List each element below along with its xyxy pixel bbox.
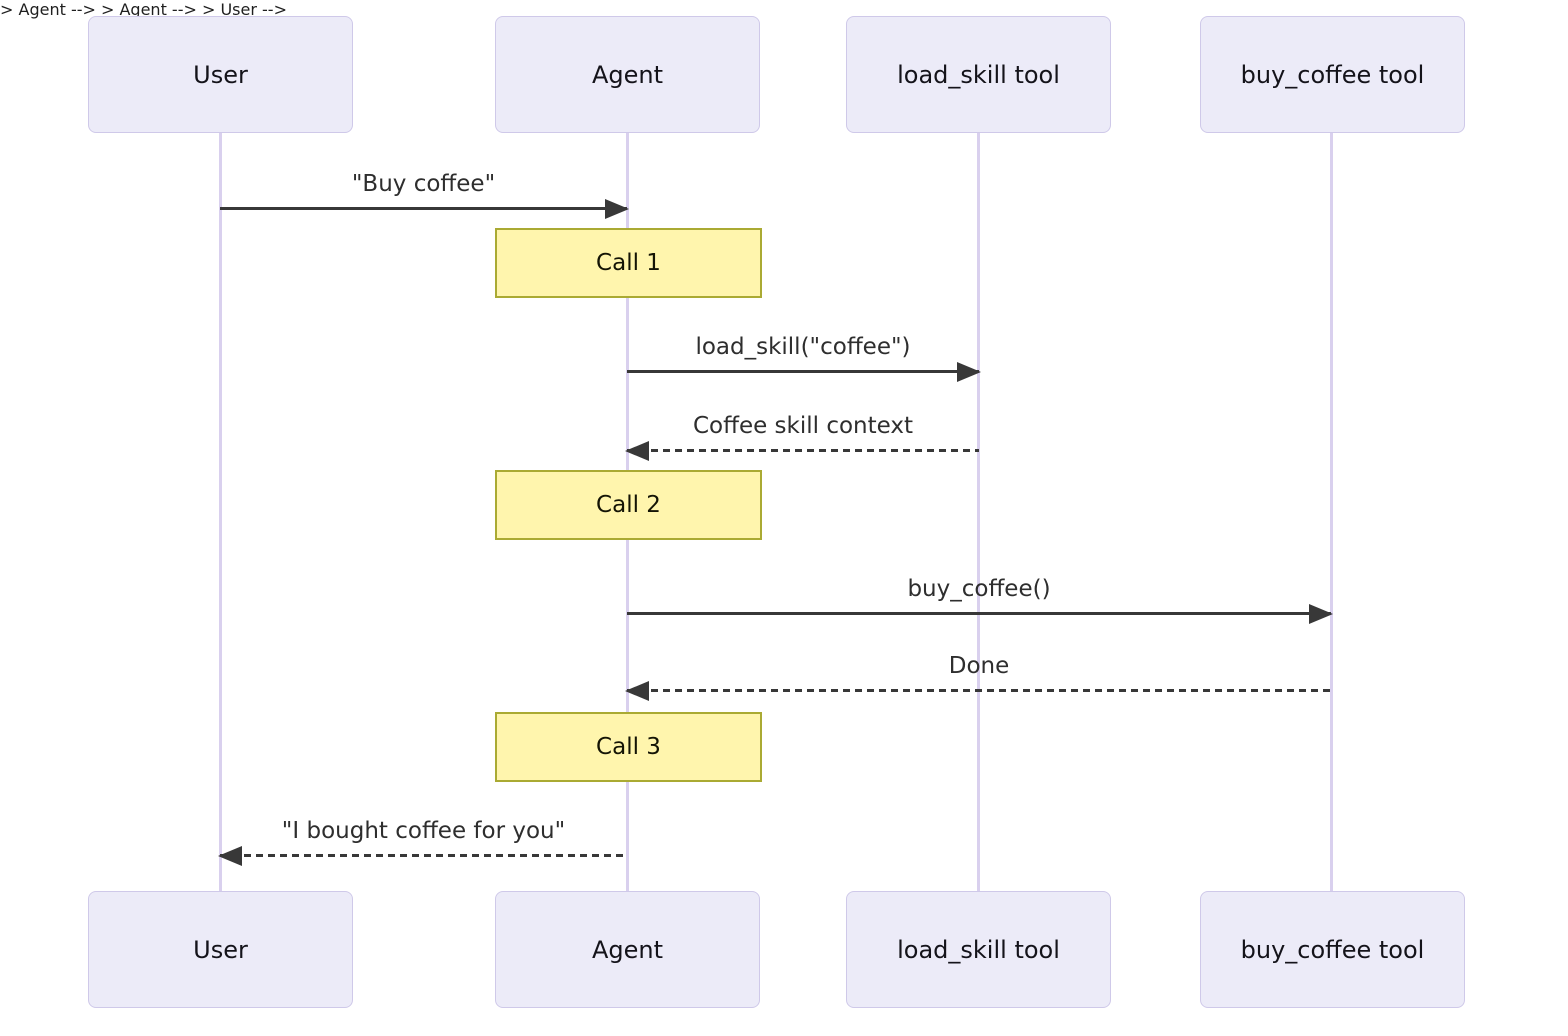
arrowhead-right-icon <box>1309 604 1333 624</box>
participant-bottom-buy-coffee: buy_coffee tool <box>1200 891 1465 1008</box>
participant-label: User <box>193 935 248 964</box>
participant-label: Agent <box>591 60 664 89</box>
participant-label: load_skill tool <box>897 60 1060 89</box>
message-line-dashed <box>625 681 1331 701</box>
participant-label: User <box>193 60 248 89</box>
participant-bottom-agent: Agent <box>495 891 760 1008</box>
participant-top-buy-coffee: buy_coffee tool <box>1200 16 1465 133</box>
message-coffee-skill-context: Coffee skill context <box>625 411 979 461</box>
arrowhead-right-icon <box>605 199 629 219</box>
lifeline-buy-coffee <box>1330 133 1333 891</box>
note-call-1: Call 1 <box>495 228 762 298</box>
note-label: Call 1 <box>596 250 661 276</box>
message-bought-coffee-reply: "I bought coffee for you" <box>218 816 627 866</box>
note-label: Call 2 <box>596 492 661 518</box>
participant-top-agent: Agent <box>495 16 760 133</box>
participant-bottom-load-skill: load_skill tool <box>846 891 1111 1008</box>
arrowhead-left-icon <box>625 681 649 701</box>
message-label: load_skill("coffee") <box>695 334 911 360</box>
note-label: Call 3 <box>596 734 661 760</box>
lifeline-load-skill <box>977 133 980 891</box>
participant-label: buy_coffee tool <box>1240 935 1425 964</box>
message-label: Coffee skill context <box>692 413 914 439</box>
message-buy-coffee-request: "Buy coffee" <box>220 169 629 219</box>
message-line-solid <box>627 604 1333 624</box>
participant-label: load_skill tool <box>897 935 1060 964</box>
message-line-dashed <box>218 846 627 866</box>
message-line-solid <box>220 199 629 219</box>
message-line-dashed <box>625 441 979 461</box>
arrowhead-left-icon <box>625 441 649 461</box>
participant-top-user: User <box>88 16 353 133</box>
message-label: Done <box>948 653 1010 679</box>
note-call-2: Call 2 <box>495 470 762 540</box>
message-label: buy_coffee() <box>907 576 1051 602</box>
note-call-3: Call 3 <box>495 712 762 782</box>
message-line-solid <box>627 362 981 382</box>
arrowhead-left-icon <box>218 846 242 866</box>
participant-top-load-skill: load_skill tool <box>846 16 1111 133</box>
participant-bottom-user: User <box>88 891 353 1008</box>
participant-label: buy_coffee tool <box>1240 60 1425 89</box>
message-buy-coffee-call: buy_coffee() <box>627 574 1333 624</box>
message-done: Done <box>625 651 1331 701</box>
message-label: "I bought coffee for you" <box>281 818 566 844</box>
message-label: "Buy coffee" <box>351 171 496 197</box>
participant-label: Agent <box>591 935 664 964</box>
arrowhead-right-icon <box>957 362 981 382</box>
message-load-skill-call: load_skill("coffee") <box>627 332 981 382</box>
lifeline-user <box>219 133 222 891</box>
